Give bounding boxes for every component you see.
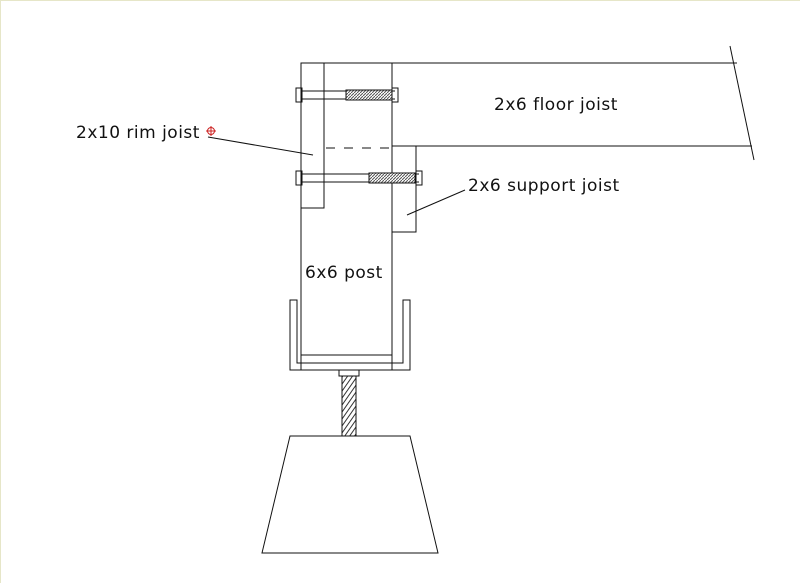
leader-lines	[207, 136, 466, 216]
floor-joist	[392, 45, 755, 161]
support-joist	[391, 145, 417, 233]
support-joist-leader	[406, 189, 466, 216]
support-joist-label: 2x6 support joist	[468, 176, 620, 196]
concrete-footing	[261, 435, 439, 554]
osnap-center-marker-icon	[206, 126, 216, 136]
threaded-rod	[338, 369, 360, 437]
post-label: 6x6 post	[305, 263, 383, 283]
floor-joist-label: 2x6 floor joist	[494, 95, 618, 115]
break-line	[729, 45, 755, 161]
rim-joist-leader	[207, 136, 314, 156]
six-by-six-post	[300, 62, 393, 370]
upper-bolt	[295, 87, 399, 103]
rim-joist-label: 2x10 rim joist	[76, 123, 200, 143]
rim-joist	[300, 62, 392, 209]
lower-bolt	[295, 170, 423, 186]
post-base-bracket	[289, 299, 411, 371]
